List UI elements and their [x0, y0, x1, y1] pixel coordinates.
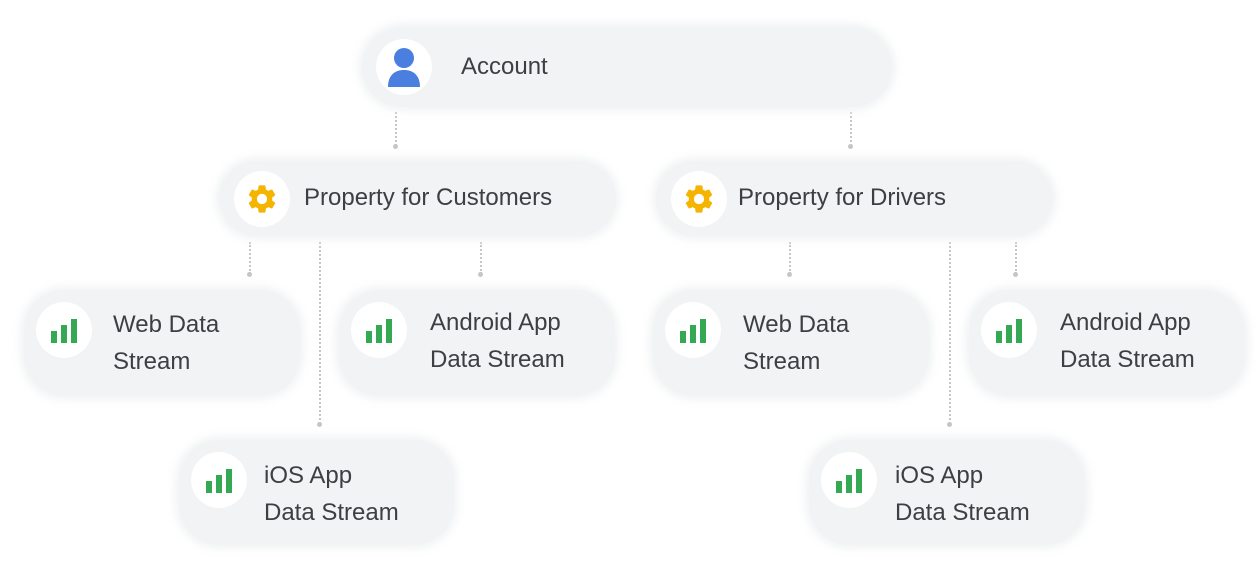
connector-dot [1013, 272, 1018, 277]
bar-chart-icon [51, 319, 77, 343]
label-line-2: Stream [743, 348, 821, 375]
connector-customers-to-ios [319, 242, 321, 424]
drivers-ios-icon-circle [821, 452, 877, 508]
label-line-1: Web Data [113, 311, 220, 338]
bar-chart-icon [996, 319, 1022, 343]
connector-account-to-drivers [850, 112, 852, 146]
drivers-ios-label: iOS App Data Stream [895, 457, 1030, 531]
drivers-ios-stream-node[interactable]: iOS App Data Stream [809, 440, 1085, 545]
customers-ios-stream-node[interactable]: iOS App Data Stream [179, 440, 454, 545]
connector-dot [848, 144, 853, 149]
customers-android-icon-circle [351, 302, 407, 358]
property-drivers-node[interactable]: Property for Drivers [656, 161, 1053, 236]
drivers-web-icon-circle [665, 302, 721, 358]
account-label: Account [461, 53, 548, 80]
connector-customers-to-web [249, 242, 251, 274]
label-line-1: iOS App [895, 462, 984, 489]
person-icon [388, 48, 420, 87]
connector-drivers-to-android [1015, 242, 1017, 274]
label-line-2: Data Stream [264, 499, 399, 526]
connector-customers-to-android [480, 242, 482, 274]
label-line-2: Data Stream [895, 499, 1030, 526]
label-line-2: Data Stream [1060, 346, 1195, 373]
property-customers-label: Property for Customers [304, 184, 553, 211]
customers-ios-label: iOS App Data Stream [264, 457, 399, 531]
customers-web-stream-node[interactable]: Web Data Stream [24, 290, 300, 396]
bar-chart-icon [680, 319, 706, 343]
account-node[interactable]: Account [362, 27, 892, 107]
drivers-web-label: Web Data Stream [743, 306, 849, 380]
label-line-1: iOS App [264, 462, 353, 489]
connector-dot [947, 422, 952, 427]
connector-dot [393, 144, 398, 149]
bar-chart-icon [836, 469, 862, 493]
drivers-android-icon-circle [981, 302, 1037, 358]
customers-android-stream-node[interactable]: Android App Data Stream [339, 290, 615, 396]
customers-android-label: Android App Data Stream [430, 304, 565, 378]
property-drivers-icon-circle [671, 171, 727, 227]
customers-web-label: Web Data Stream [113, 306, 219, 380]
label-line-1: Web Data [743, 311, 850, 338]
customers-web-icon-circle [36, 302, 92, 358]
customers-ios-icon-circle [191, 452, 247, 508]
property-drivers-label: Property for Drivers [738, 184, 947, 211]
gear-icon [685, 185, 713, 213]
connector-dot [317, 422, 322, 427]
connector-drivers-to-ios [949, 242, 951, 424]
connector-dot [247, 272, 252, 277]
connector-account-to-customers [395, 112, 397, 146]
gear-icon [248, 185, 276, 213]
bar-chart-icon [366, 319, 392, 343]
bar-chart-icon [206, 469, 232, 493]
drivers-android-label: Android App Data Stream [1060, 304, 1195, 378]
drivers-android-stream-node[interactable]: Android App Data Stream [969, 290, 1245, 396]
property-customers-node[interactable]: Property for Customers [219, 161, 616, 236]
label-line-1: Android App [1060, 309, 1191, 336]
label-line-1: Android App [430, 309, 561, 336]
drivers-web-stream-node[interactable]: Web Data Stream [653, 290, 929, 396]
connector-dot [787, 272, 792, 277]
account-icon-circle [376, 39, 432, 95]
label-line-2: Stream [113, 348, 191, 375]
connector-drivers-to-web [789, 242, 791, 274]
label-line-2: Data Stream [430, 346, 565, 373]
connector-dot [478, 272, 483, 277]
property-customers-icon-circle [234, 171, 290, 227]
